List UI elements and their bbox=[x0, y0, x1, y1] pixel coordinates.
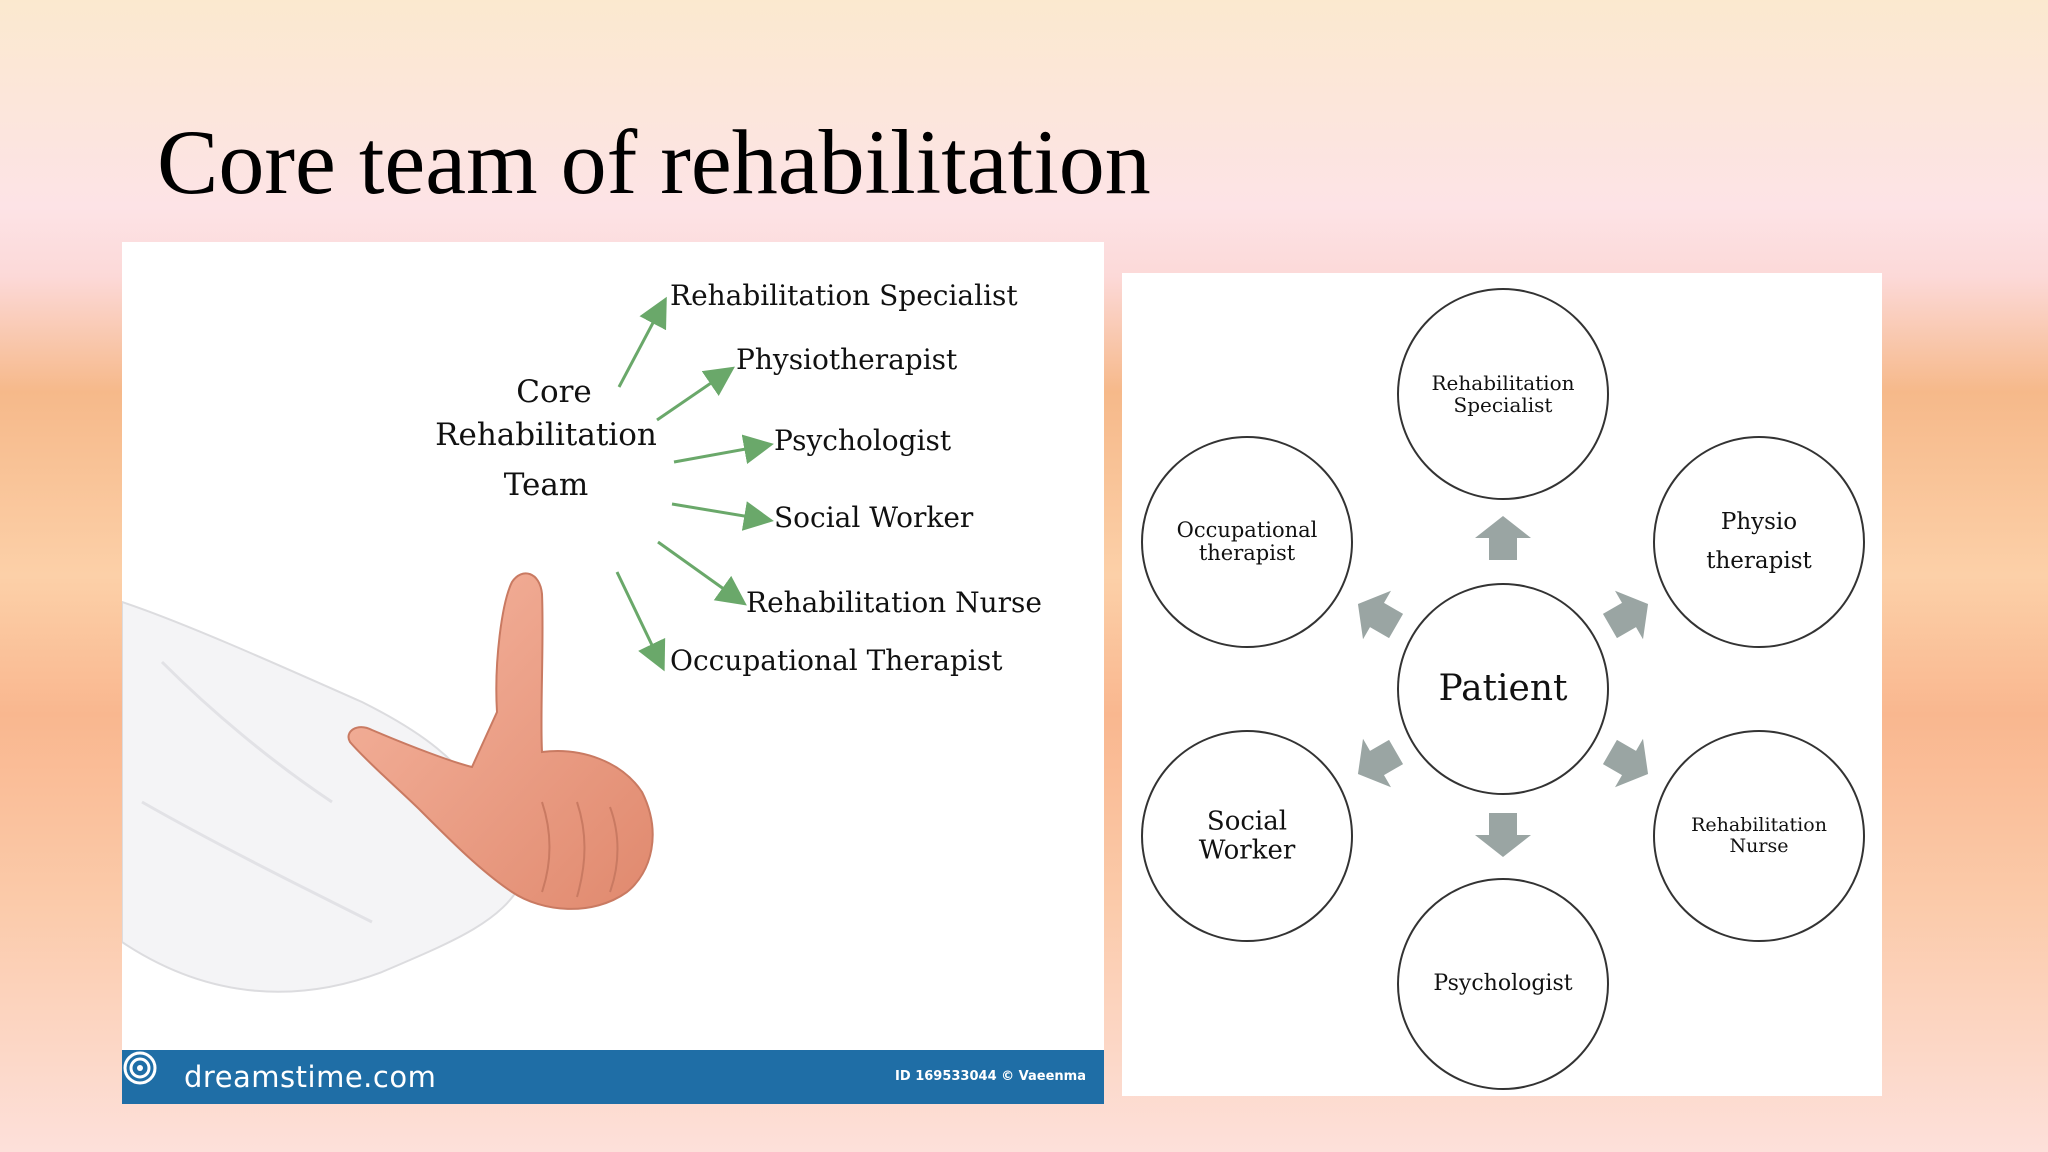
arrow-to-psychologist bbox=[673, 434, 774, 465]
node-circle-upper-left bbox=[1141, 436, 1353, 648]
pointing-hand-illustration bbox=[122, 572, 654, 993]
slide-title: Core team of rehabilitation bbox=[157, 111, 1151, 213]
node-circle-lower-right bbox=[1653, 730, 1865, 942]
outward-arrows bbox=[1357, 516, 1649, 857]
center-label-patient: Patient bbox=[1438, 668, 1568, 710]
left-diagram-image: Core Rehabilitation Team Rehabilitation … bbox=[122, 242, 1104, 1104]
core-team-title-line-2: Rehabilitation bbox=[435, 417, 657, 453]
branch-rehabilitation-specialist: Rehabilitation Specialist bbox=[670, 279, 1018, 312]
arrow-lower-right bbox=[1602, 738, 1649, 788]
node-circle-bottom bbox=[1397, 878, 1609, 1090]
arrow-to-rehabilitation-nurse bbox=[657, 540, 747, 606]
core-team-title-line-1: Core bbox=[516, 374, 592, 410]
node-label-psychologist: Psychologist bbox=[1433, 970, 1573, 996]
node-circle-top bbox=[1397, 288, 1609, 500]
arrow-down bbox=[1475, 813, 1531, 857]
arrow-lower-left bbox=[1357, 738, 1404, 788]
core-team-title-line-3: Team bbox=[503, 467, 589, 503]
branch-psychologist: Psychologist bbox=[774, 424, 952, 457]
node-circle-lower-left bbox=[1141, 730, 1353, 942]
arrow-up bbox=[1475, 516, 1531, 560]
arrow-to-physiotherapist bbox=[656, 366, 735, 422]
branch-rehabilitation-nurse: Rehabilitation Nurse bbox=[746, 586, 1042, 619]
node-circle-upper-right bbox=[1653, 436, 1865, 648]
branch-physiotherapist: Physiotherapist bbox=[736, 343, 958, 376]
arrow-to-occupational-therapist bbox=[615, 571, 666, 672]
arrow-upper-right bbox=[1602, 590, 1649, 640]
branch-social-worker: Social Worker bbox=[774, 501, 974, 534]
stock-footer-bar: dreamstime.com ID 169533044 © Vaeenma bbox=[122, 1050, 1104, 1104]
arrow-to-social-worker bbox=[671, 501, 774, 531]
arrow-to-rehabilitation-specialist bbox=[617, 296, 667, 388]
branch-arrows bbox=[615, 296, 774, 672]
center-circle-patient bbox=[1397, 583, 1609, 795]
stock-brand-name: dreamstime.com bbox=[184, 1060, 437, 1094]
branch-occupational-therapist: Occupational Therapist bbox=[670, 644, 1003, 677]
left-diagram-graphics bbox=[122, 296, 774, 993]
stock-image-id: ID 169533044 © Vaeenma bbox=[895, 1069, 1086, 1084]
patient-circle-diagram bbox=[1141, 288, 1865, 1090]
dreamstime-logo-icon bbox=[123, 1051, 157, 1085]
arrow-upper-left bbox=[1357, 590, 1404, 640]
